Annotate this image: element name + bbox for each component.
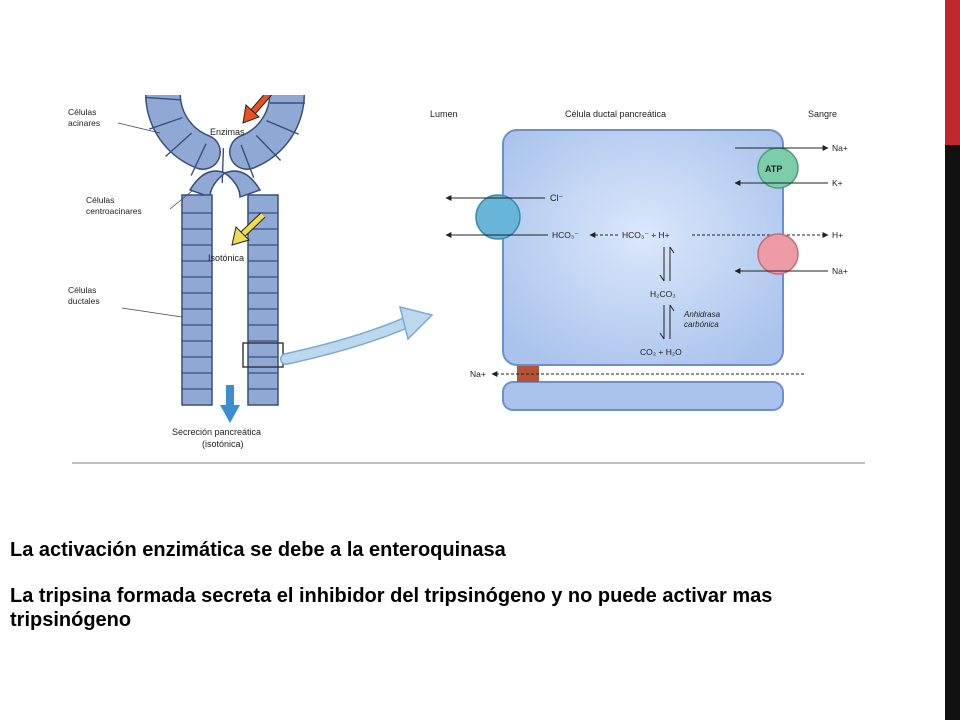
label-ductal-l1: Células: [68, 285, 96, 295]
label-acinar-l1: Células: [68, 107, 96, 117]
label-blood: Sangre: [808, 109, 837, 119]
equilibrium-arrows-top: [659, 246, 675, 282]
accent-bar-dark: [945, 145, 960, 720]
label-centroacinar-l1: Células: [86, 195, 114, 205]
secretion-arrow: [220, 385, 240, 423]
hco3-left: HCO₃⁻: [552, 230, 579, 240]
h-plus: H+: [832, 230, 843, 240]
label-ductal-l2: ductales: [68, 296, 100, 306]
atp-label: ATP: [765, 164, 782, 174]
k-plus: K+: [832, 178, 843, 188]
bullet-tripsina: La tripsina formada secreta el inhibidor…: [10, 585, 773, 631]
na-bottom: Na+: [470, 369, 486, 379]
duct-wall-left: [181, 194, 213, 406]
label-lumen: Lumen: [430, 109, 458, 119]
cl-minus: Cl⁻: [550, 193, 563, 203]
h2co3: H₂CO₃: [650, 289, 676, 299]
na-top: Na+: [832, 143, 848, 153]
enzyme-name-l1: Anhidrasa: [683, 310, 721, 319]
duct-wall-right: [247, 194, 279, 406]
label-acinar-l2: acinares: [68, 118, 100, 128]
label-centroacinar-l2: centroacinares: [86, 206, 142, 216]
ductal-cell: [502, 129, 784, 366]
isotonic-arrow: [231, 212, 266, 246]
centroacinar-right: [223, 170, 262, 199]
enzyme-name-l2: carbónica: [684, 320, 719, 329]
label-secretion-l1: Secreción pancreática: [172, 427, 261, 437]
label-enzymes: Enzimas: [210, 127, 245, 137]
centroacinar-left: [188, 170, 227, 199]
acinus-group: Células acinares Enzimas Células centroa…: [68, 95, 305, 449]
equilibrium-arrows-bottom: [659, 304, 675, 340]
label-cell-title: Célula ductal pancreática: [565, 109, 666, 119]
bullet-enteroquinasa: La activación enzimática se debe a la en…: [10, 539, 506, 561]
label-isotonic: Isotónica: [208, 253, 244, 263]
na-mid: Na+: [832, 266, 848, 276]
pancreatic-secretion-diagram: Células acinares Enzimas Células centroa…: [68, 95, 865, 464]
cl-channel: [475, 194, 521, 240]
ductal-cell-group: Lumen Célula ductal pancreática Sangre C…: [430, 109, 848, 411]
accent-bar-red: [945, 0, 960, 145]
hco3-mid: HCO₃⁻ + H+: [622, 230, 670, 240]
co2-h2o: CO₂ + H₂O: [640, 347, 682, 357]
label-secretion-l2: (isotónica): [202, 439, 244, 449]
enzyme-arrow: [242, 95, 273, 124]
zoom-arrow: [280, 305, 434, 365]
na-h-exchanger: [757, 233, 799, 275]
neighbor-cell: [502, 381, 784, 411]
ductal-cell-dividers: [182, 212, 278, 390]
acinar-cell-dividers: [145, 96, 305, 183]
